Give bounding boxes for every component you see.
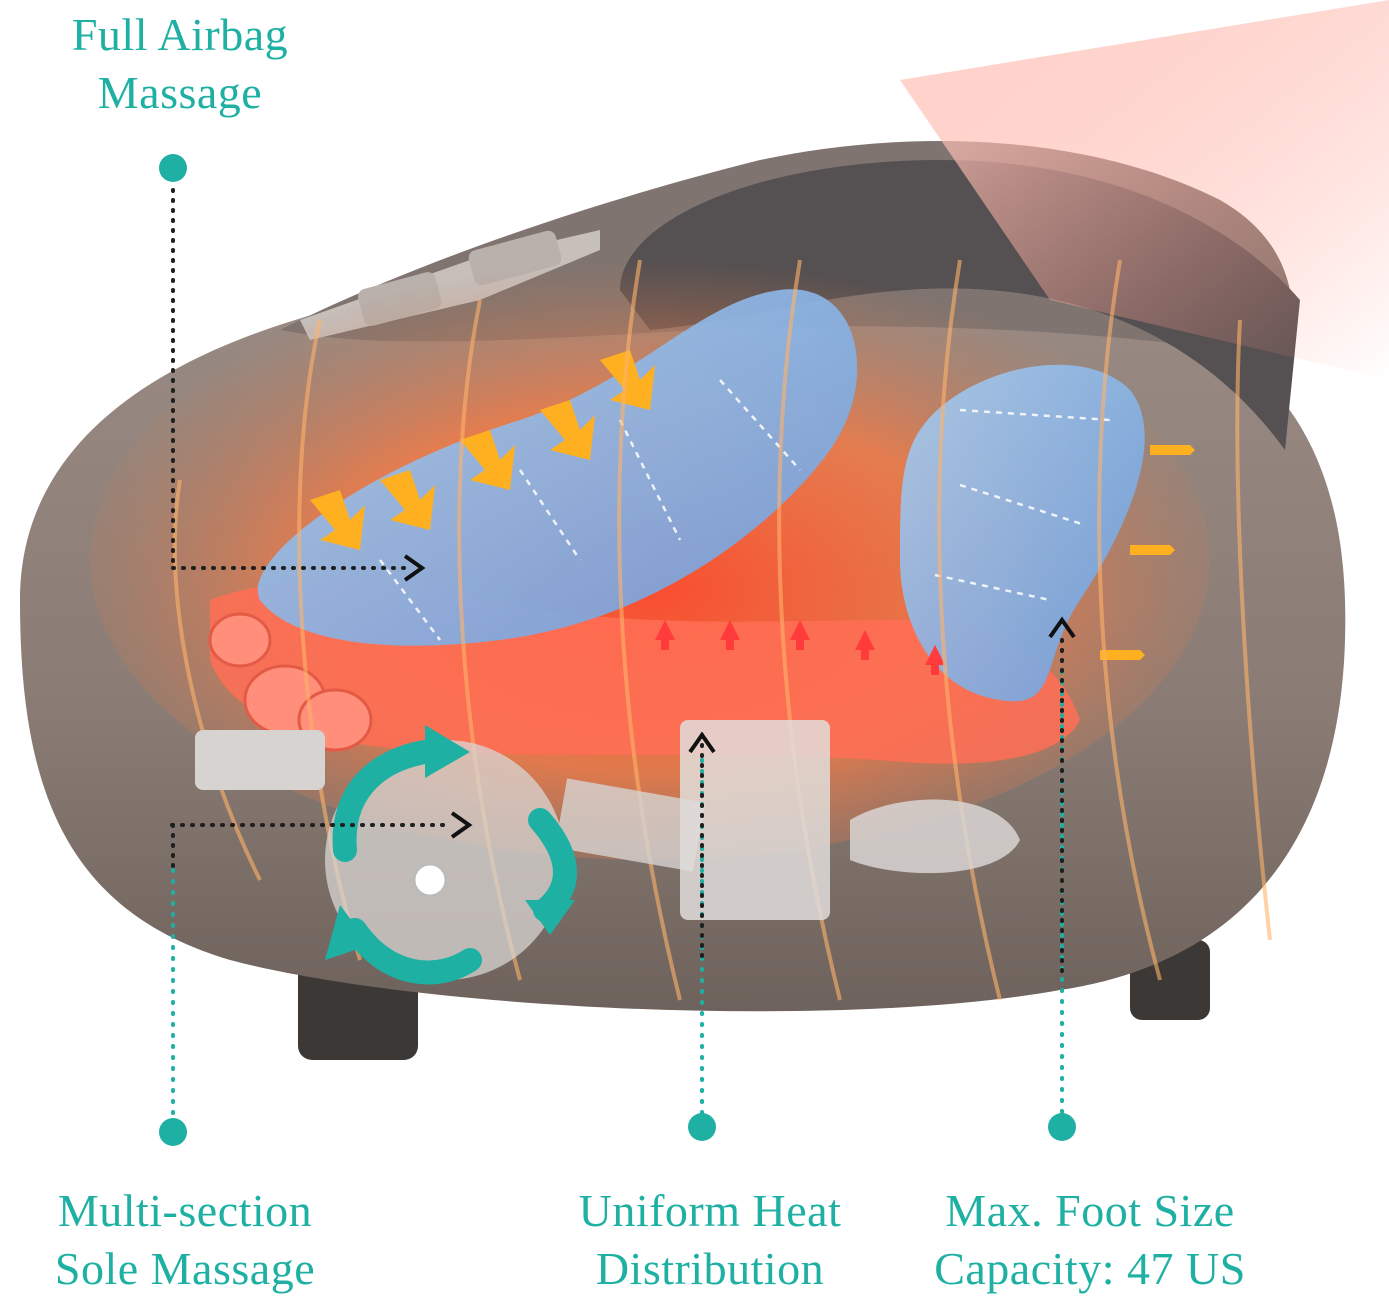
toe-comb bbox=[195, 730, 325, 790]
pointer-arrow-icon bbox=[403, 554, 1076, 839]
callout-dot-size bbox=[1048, 1113, 1076, 1141]
heater-block bbox=[680, 720, 830, 920]
roller-mechanism bbox=[195, 720, 1020, 980]
callout-dot-airbag bbox=[159, 154, 187, 182]
heel-kneader bbox=[850, 799, 1020, 874]
airbag-massage-label: Full Airbag Massage bbox=[40, 6, 320, 122]
heat-distribution-label: Uniform Heat Distribution bbox=[540, 1182, 880, 1298]
size-label-line-2: Capacity: 47 US bbox=[934, 1243, 1246, 1294]
rotation-arrow-heads bbox=[325, 725, 575, 960]
mode-button[interactable] bbox=[467, 229, 563, 287]
heat-arrow-icon bbox=[310, 350, 1195, 675]
callout-lines-dark-vertical bbox=[171, 638, 1064, 982]
airbag-pressure-arrows bbox=[379, 379, 1111, 641]
heat-rise-arrows bbox=[655, 620, 945, 675]
callout-dots bbox=[159, 154, 1076, 1146]
airbag-label-line-1: Full Airbag bbox=[71, 9, 289, 60]
roller-wheel bbox=[325, 740, 565, 980]
callout-lines bbox=[170, 188, 452, 827]
foot-size-label: Max. Foot Size Capacity: 47 US bbox=[900, 1182, 1280, 1298]
toes bbox=[208, 612, 373, 752]
heat-label-line-1: Uniform Heat bbox=[578, 1185, 842, 1236]
airbag-heel bbox=[900, 364, 1145, 702]
size-label-line-1: Max. Foot Size bbox=[945, 1185, 1235, 1236]
heat-beam bbox=[900, 0, 1389, 380]
sole-label-line-2: Sole Massage bbox=[54, 1243, 316, 1294]
sole-massage-label: Multi-section Sole Massage bbox=[20, 1182, 350, 1298]
heat-label-line-2: Distribution bbox=[595, 1243, 825, 1294]
callout-dot-heat bbox=[688, 1113, 716, 1141]
callout-dot-sole bbox=[159, 1118, 187, 1146]
airbag-label-line-2: Massage bbox=[97, 67, 263, 118]
sole-label-line-1: Multi-section bbox=[57, 1185, 313, 1236]
